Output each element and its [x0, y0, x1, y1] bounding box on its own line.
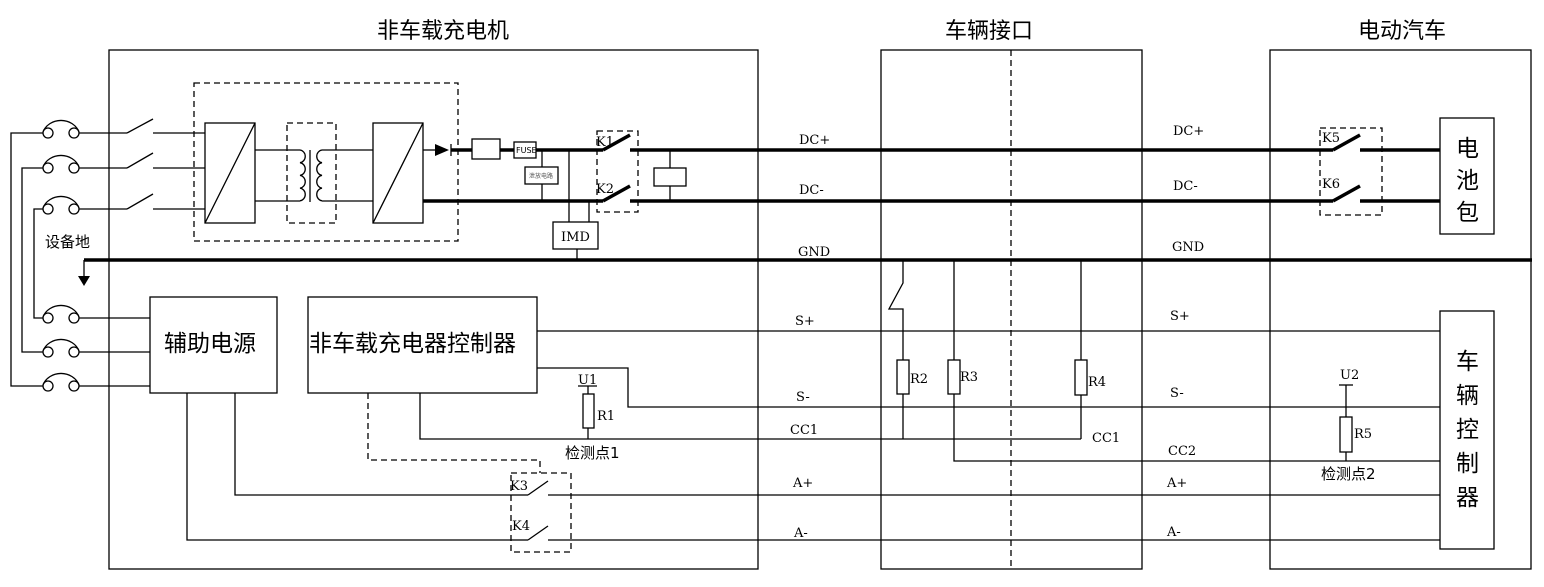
label-a-minus-right: A-: [1166, 525, 1181, 540]
vehicle-controller-char-2: 辆: [1456, 383, 1479, 409]
vehicle-boundary: [1269, 49, 1532, 570]
r1-resistor: [582, 393, 595, 429]
label-dc-plus-left: DC+: [799, 133, 830, 148]
label-cc2-right: CC2: [1168, 444, 1196, 459]
r5-label: R5: [1354, 427, 1372, 442]
dc-output-filter: [471, 138, 501, 160]
r3-resistor: [947, 359, 961, 395]
socket-icon: [42, 195, 80, 215]
label-dc-minus-left: DC-: [799, 183, 824, 198]
k1-switch-blade: [602, 133, 631, 152]
k3-label: K3: [510, 479, 528, 494]
ac-input-switches: [79, 118, 205, 210]
diode-icon: [435, 144, 452, 156]
k5-label: K5: [1322, 131, 1340, 146]
r2-resistor: [896, 359, 910, 395]
ground-arrow-icon: [78, 276, 90, 286]
r2-label: R2: [910, 372, 928, 387]
k3-k4-relay-group: [510, 472, 572, 553]
socket-icon: [42, 154, 80, 174]
precharge-resistor: [653, 167, 687, 187]
label-s-plus-right: S+: [1170, 309, 1190, 324]
r4-label: R4: [1088, 375, 1106, 390]
k1-label: K1: [596, 135, 614, 150]
battery-pack-char-2: 池: [1456, 168, 1479, 194]
k3-switch-blade: [527, 480, 549, 496]
label-s-minus-right: S-: [1170, 386, 1184, 401]
section-title-vehicle: 电动汽车: [1358, 19, 1446, 44]
equipment-ground-label: 设备地: [45, 233, 90, 251]
ac-input-sockets: [10, 119, 80, 392]
battery-pack-char-3: 包: [1456, 200, 1479, 226]
a-plus-source-line: [234, 393, 512, 496]
u1-label: U1: [578, 373, 597, 388]
r5-resistor: [1339, 416, 1353, 453]
power-module-boundary: [193, 82, 459, 242]
socket-icon: [42, 372, 80, 392]
section-title-interface: 车辆接口: [945, 19, 1033, 44]
detection-point-1-label: 检测点1: [565, 444, 620, 462]
label-dc-minus-right: DC-: [1173, 179, 1198, 194]
k2-label: K2: [596, 182, 614, 197]
discharge-circuit-label: 泄放电路: [529, 172, 553, 180]
vehicle-controller-char-4: 制: [1456, 451, 1479, 477]
socket-icon: [42, 304, 80, 324]
aux-power-label: 辅助电源: [164, 331, 256, 357]
k2-switch-blade: [602, 184, 631, 203]
section-title-charger: 非车载充电机: [377, 19, 509, 44]
battery-pack-char-1: 电: [1456, 136, 1479, 162]
k6-label: K6: [1322, 177, 1340, 192]
label-a-plus-right: A+: [1166, 476, 1187, 491]
vehicle-controller-char-1: 车: [1456, 349, 1479, 375]
detection-point-2-label: 检测点2: [1321, 465, 1376, 483]
socket-icon: [42, 119, 80, 139]
k6-switch-blade: [1332, 184, 1361, 203]
cc1-line: [419, 393, 1081, 440]
pe-switch: [887, 260, 904, 360]
relay-control-line: [367, 393, 541, 473]
label-s-minus-left: S-: [796, 390, 810, 405]
label-a-minus-left: A-: [793, 526, 808, 541]
label-dc-plus-right: DC+: [1173, 124, 1204, 139]
label-cc1-right: CC1: [1092, 431, 1120, 446]
socket-icon: [42, 338, 80, 358]
transformer-icon: [255, 149, 373, 202]
k4-label: K4: [512, 519, 530, 534]
k1-k2-contactor-group: [596, 130, 639, 213]
s-minus-line: [537, 367, 1440, 408]
r1-label: R1: [597, 409, 615, 424]
aux-power-box: [149, 296, 278, 394]
r3-label: R3: [960, 370, 978, 385]
battery-pack: [1439, 117, 1495, 235]
label-s-plus-left: S+: [795, 314, 815, 329]
imd-label: IMD: [561, 230, 590, 245]
cc2-line: [953, 394, 1440, 462]
label-cc1-left: CC1: [790, 423, 818, 438]
label-a-plus-left: A+: [792, 476, 813, 491]
label-gnd-left: GND: [798, 245, 830, 260]
vehicle-controller-box: [1439, 310, 1495, 550]
u2-label: U2: [1340, 368, 1359, 383]
vehicle-controller-char-3: 控: [1456, 417, 1479, 443]
k4-switch-blade: [527, 525, 549, 541]
label-gnd-right: GND: [1172, 240, 1204, 255]
fuse-label: FUSE: [516, 146, 537, 155]
charger-boundary: [108, 49, 759, 570]
vehicle-controller-char-5: 器: [1456, 485, 1479, 511]
k5-switch-blade: [1332, 133, 1361, 152]
dc-converter-block: [372, 122, 424, 224]
a-minus-source-line: [186, 393, 512, 541]
transformer-boundary: [286, 122, 337, 224]
charger-controller-box: [307, 296, 538, 394]
r4-resistor: [1074, 359, 1088, 396]
charger-controller-label: 非车载充电器控制器: [309, 331, 516, 357]
k5-k6-contactor-group: [1319, 127, 1383, 216]
imd-box: [552, 221, 599, 250]
rectifier-block: [204, 122, 256, 224]
